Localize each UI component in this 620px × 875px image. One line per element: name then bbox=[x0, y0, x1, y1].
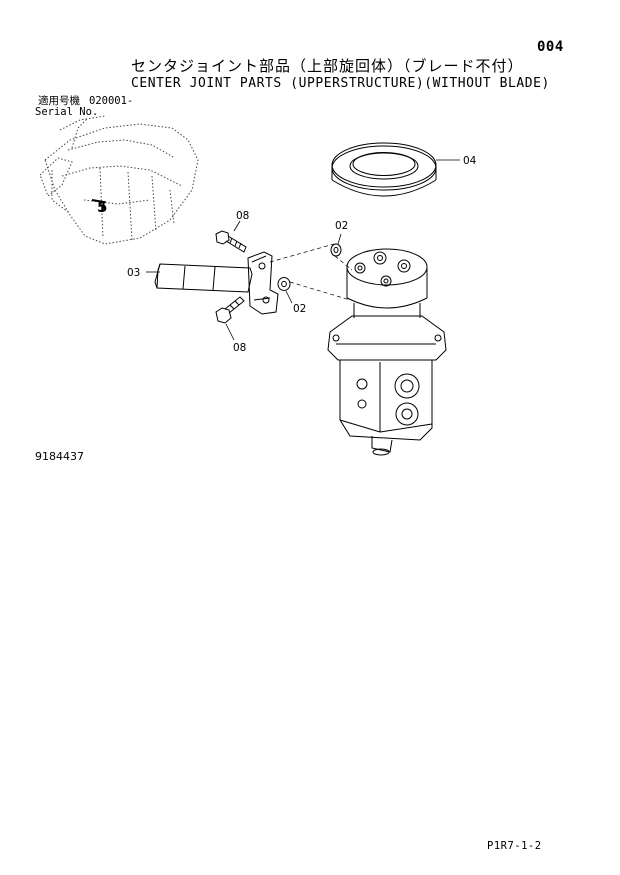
machine-location-mark: 5 bbox=[97, 198, 107, 216]
serial-range: 020001- bbox=[89, 95, 134, 107]
bolt-lower-part bbox=[215, 296, 245, 324]
callout-02-mid: 02 bbox=[293, 303, 306, 315]
seal-ring-part bbox=[331, 142, 437, 197]
assembly-path-dashed bbox=[269, 243, 353, 271]
page-title-english: CENTER JOINT PARTS (UPPERSTRUCTURE)(WITH… bbox=[131, 75, 550, 91]
serial-label-english: Serial No. bbox=[35, 106, 99, 118]
leader-line-08-bottom bbox=[225, 323, 235, 341]
callout-04: 04 bbox=[463, 155, 477, 167]
callout-03: 03 bbox=[127, 267, 140, 279]
footer-code: P1R7-1-2 bbox=[487, 840, 542, 852]
bracket-part bbox=[247, 251, 279, 315]
callout-08-bottom: 08 bbox=[233, 342, 246, 354]
callout-08-top: 08 bbox=[236, 210, 249, 222]
callout-02-top: 02 bbox=[335, 220, 348, 232]
washer-lower-part bbox=[277, 277, 291, 291]
bolt-upper-part bbox=[215, 230, 247, 253]
leader-line-08-top bbox=[233, 220, 241, 232]
assembly-path-dashed-lower bbox=[289, 281, 351, 301]
page-title-japanese: センタジョイント部品（上部旋回体）（ブレード不付） bbox=[131, 57, 524, 75]
machine-location-arrow-icon bbox=[91, 199, 106, 211]
machine-location-thumbnail bbox=[39, 115, 199, 245]
drawing-number: 9184437 bbox=[35, 450, 84, 463]
washer-upper-part bbox=[330, 243, 342, 257]
center-joint-body-part bbox=[327, 248, 447, 456]
leader-line-02-mid bbox=[285, 290, 293, 304]
page-number: 004 bbox=[537, 39, 564, 55]
pin-part bbox=[154, 263, 253, 293]
serial-label-japanese: 適用号機 bbox=[38, 95, 80, 107]
leader-line-02-top bbox=[337, 233, 342, 245]
